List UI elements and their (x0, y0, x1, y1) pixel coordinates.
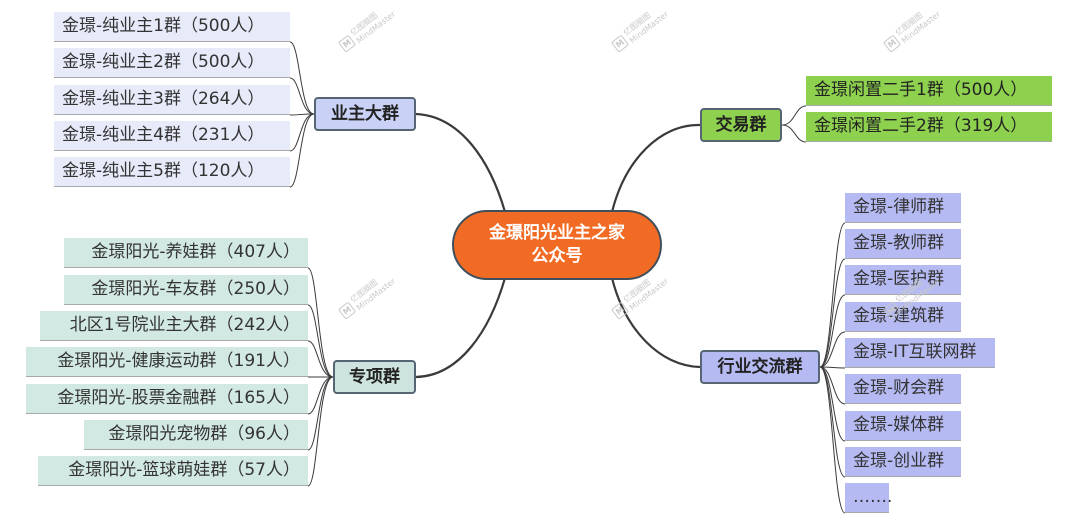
special-group-item-label: 金璟阳光-车友群（250人） (91, 279, 300, 299)
connector-line (781, 124, 807, 143)
industry-group-item[interactable]: 金璟-律师群 (845, 193, 961, 223)
special-group-item[interactable]: 金璟阳光宠物群（96人） (84, 420, 308, 450)
special-group-item-label: 金璟阳光宠物群（96人） (108, 424, 300, 444)
special-group-item-label: 北区1号院业主大群（242人） (69, 315, 300, 335)
connector-line (289, 41, 315, 115)
industry-group-item[interactable]: 金璟-建筑群 (845, 302, 961, 332)
special-group-item[interactable]: 金璟阳光-车友群（250人） (64, 275, 308, 305)
industry-group-item-label: 金璟-医护群 (853, 269, 945, 289)
connector-line (415, 112, 507, 213)
connector-line (289, 77, 315, 115)
connector-line (289, 113, 315, 152)
connector-line (819, 366, 846, 514)
connector-line (819, 258, 846, 368)
trade-group-item[interactable]: 金璟闲置二手2群（319人） (806, 112, 1052, 142)
connector-line (307, 340, 334, 378)
trade-group-item-label: 金璟闲置二手1群（500人） (814, 80, 1028, 100)
special-group-item-label: 金璟阳光-健康运动群（191人） (57, 351, 300, 371)
special-group-item[interactable]: 金璟阳光-养娃群（407人） (64, 238, 308, 268)
group-industry-label: 行业交流群 (717, 356, 803, 377)
connector-line (781, 105, 807, 126)
connector-line (415, 277, 507, 379)
connector-line (819, 294, 846, 368)
owner-group-item-label: 金璟-纯业主3群（264人） (62, 89, 265, 109)
group-owner-topic[interactable]: 业主大群 (314, 97, 416, 131)
connector-line (307, 376, 334, 487)
central-topic-line1: 金璟阳光业主之家 (489, 223, 625, 244)
industry-group-item-label: 金璟-教师群 (853, 233, 945, 253)
connector-line (610, 123, 701, 213)
group-industry-topic[interactable]: 行业交流群 (700, 350, 820, 384)
industry-group-item[interactable]: 金璟-创业群 (845, 447, 961, 477)
special-group-item[interactable]: 金璟阳光-篮球萌娃群（57人） (38, 456, 308, 486)
connector-line (307, 267, 334, 378)
special-group-item-label: 金璟阳光-养娃群（407人） (91, 242, 300, 262)
central-topic[interactable]: 金璟阳光业主之家 公众号 (452, 210, 662, 280)
industry-group-item-label: 金璟-媒体群 (853, 415, 945, 435)
connector-line (289, 113, 315, 116)
special-group-item[interactable]: 金璟阳光-健康运动群（191人） (26, 347, 308, 377)
connector-line (307, 376, 334, 451)
owner-group-item[interactable]: 金璟-纯业主2群（500人） (54, 48, 290, 78)
connector-line (819, 366, 846, 442)
owner-group-item[interactable]: 金璟-纯业主1群（500人） (54, 12, 290, 42)
connector-line (819, 222, 846, 368)
connector-line (307, 376, 334, 415)
industry-group-item-label: 金璟-建筑群 (853, 306, 945, 326)
industry-group-item-label: 金璟-IT互联网群 (853, 342, 977, 362)
owner-group-item[interactable]: 金璟-纯业主4群（231人） (54, 121, 290, 151)
owner-group-item-label: 金璟-纯业主2群（500人） (62, 52, 265, 72)
industry-group-item[interactable]: 金璟-媒体群 (845, 411, 961, 441)
connector-line (819, 331, 846, 368)
group-special-label: 专项群 (349, 366, 400, 387)
connector-line (819, 366, 846, 369)
trade-group-item-label: 金璟闲置二手2群（319人） (814, 116, 1028, 136)
industry-group-item-label: 金璟-律师群 (853, 197, 945, 217)
connector-line (307, 304, 334, 378)
group-trade-topic[interactable]: 交易群 (700, 108, 782, 142)
owner-group-item[interactable]: 金璟-纯业主3群（264人） (54, 85, 290, 115)
group-special-topic[interactable]: 专项群 (333, 360, 416, 394)
industry-group-item-label: 金璟-财会群 (853, 378, 945, 398)
special-group-item-label: 金璟阳光-篮球萌娃群（57人） (68, 460, 300, 480)
connector-line (289, 113, 315, 188)
owner-group-item-label: 金璟-纯业主1群（500人） (62, 16, 265, 36)
special-group-item[interactable]: 北区1号院业主大群（242人） (40, 311, 308, 341)
group-trade-label: 交易群 (715, 114, 767, 135)
industry-group-item-label: ……. (853, 487, 893, 507)
owner-group-item-label: 金璟-纯业主4群（231人） (62, 125, 265, 145)
special-group-item[interactable]: 金璟阳光-股票金融群（165人） (26, 384, 308, 414)
industry-group-item-label: 金璟-创业群 (853, 451, 945, 471)
industry-group-item[interactable]: 金璟-医护群 (845, 265, 961, 295)
trade-group-item[interactable]: 金璟闲置二手1群（500人） (806, 76, 1052, 106)
owner-group-item-label: 金璟-纯业主5群（120人） (62, 161, 265, 181)
industry-group-item[interactable]: 金璟-IT互联网群 (845, 338, 995, 368)
industry-group-item[interactable]: 金璟-教师群 (845, 229, 961, 259)
owner-group-item[interactable]: 金璟-纯业主5群（120人） (54, 157, 290, 187)
group-owner-label: 业主大群 (331, 103, 399, 124)
industry-group-item[interactable]: ……. (845, 483, 893, 513)
central-topic-line2: 公众号 (531, 246, 583, 266)
industry-group-item[interactable]: 金璟-财会群 (845, 374, 961, 404)
special-group-item-label: 金璟阳光-股票金融群（165人） (57, 388, 300, 408)
connector-line (610, 277, 701, 369)
